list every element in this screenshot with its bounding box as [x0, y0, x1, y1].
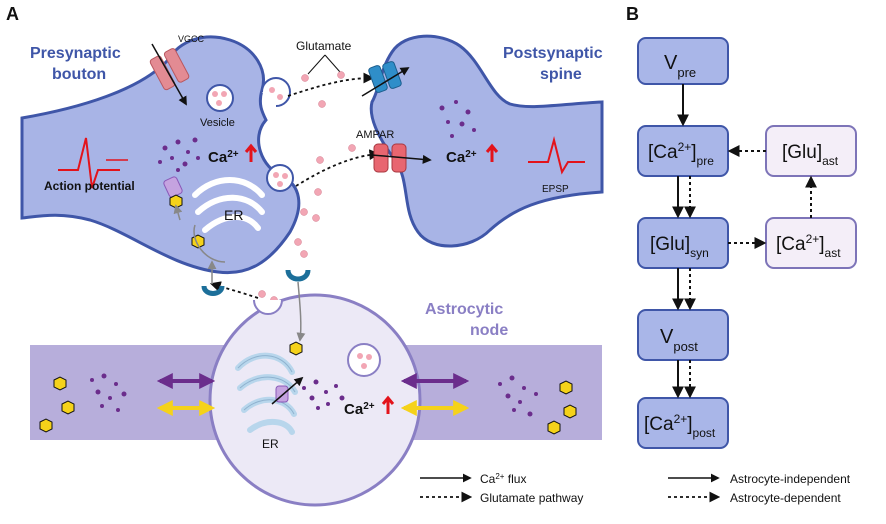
astrocytic-label-2: node — [470, 322, 508, 339]
astro-ip3-path — [296, 281, 306, 342]
svg-text:[Ca2+]ast: [Ca2+]ast — [776, 232, 841, 260]
calcium-dots-post — [439, 100, 476, 138]
vesicle-label: Vesicle — [200, 117, 235, 129]
node-ca-pre: [Ca2+]pre — [637, 125, 729, 177]
vgcc-channel — [149, 48, 190, 91]
astro-vesicle — [347, 343, 381, 377]
band-hexagons-left — [39, 376, 75, 433]
legend-ca-flux-label: Ca2+ flux — [480, 472, 526, 487]
vesicle-top — [206, 84, 234, 112]
svg-text:[Ca2+]post: [Ca2+]post — [644, 412, 716, 440]
glutamate-path-top — [287, 72, 375, 97]
ca-pre-label: Ca2+ — [208, 149, 239, 167]
panel-a-letter: A — [6, 4, 19, 24]
calcium-dots-pre — [158, 137, 200, 172]
band-dots-right — [498, 375, 538, 417]
ca-astro-up-arrow — [381, 395, 395, 414]
legend-independent-label: Astrocyte-independent — [730, 472, 851, 486]
fusing-vesicle-top — [261, 77, 291, 107]
legend-dependent-label: Astrocyte-dependent — [730, 491, 841, 505]
postsynaptic-spine — [369, 34, 604, 248]
band-dots-left — [90, 373, 127, 412]
astro-receptor-left — [201, 285, 225, 296]
astro-er-flux-arrow — [271, 376, 304, 405]
svg-text:[Glu]ast: [Glu]ast — [782, 142, 839, 168]
receptor-top-arrow — [361, 67, 410, 97]
legend-glutamate-label: Glutamate pathway — [480, 491, 583, 505]
ca-post-up-arrow — [485, 143, 499, 162]
epsp-label: EPSP — [542, 184, 569, 195]
ca-pre-up-arrow — [244, 143, 258, 162]
ampar-label: AMPAR — [356, 129, 394, 141]
calcium-dots-astro — [302, 379, 345, 410]
panel-b-letter: B — [626, 4, 639, 24]
epsp-wave — [528, 136, 585, 175]
svg-text:Vpre: Vpre — [664, 52, 696, 80]
glutamate-path-mid — [295, 149, 381, 187]
ca-post-label: Ca2+ — [446, 149, 477, 167]
node-glu-ast: [Glu]ast — [765, 125, 857, 177]
er-presynaptic — [192, 177, 265, 233]
ampar-flux-arrow — [371, 154, 432, 164]
node-glu-syn: [Glu]syn — [637, 217, 729, 269]
glutamate-path-astro — [209, 281, 259, 299]
fusing-vesicle-mid — [266, 164, 294, 192]
presynaptic-label-2: bouton — [52, 66, 106, 83]
ip3-hexagon-astro — [289, 341, 303, 356]
band-hexagons-right — [547, 380, 577, 435]
postsynaptic-label-1: Postsynaptic — [503, 45, 603, 62]
node-vpre: Vpre — [637, 37, 729, 85]
ip3-path-pre — [176, 206, 226, 263]
receptor-blue-top — [368, 61, 402, 93]
vgcc-flux-arrow — [151, 43, 187, 106]
glutamate-label: Glutamate — [296, 39, 352, 53]
er-label-astro: ER — [262, 437, 279, 451]
astro-fusing-vesicle — [253, 299, 283, 315]
vgcc-label: VGCC — [178, 34, 205, 44]
action-potential-wave — [58, 137, 120, 189]
glutamate-pointer-2 — [324, 54, 341, 73]
er-label-pre: ER — [224, 207, 243, 223]
node-ca-ast: [Ca2+]ast — [765, 217, 857, 269]
presynaptic-label-1: Presynaptic — [30, 45, 121, 62]
glutamate-pointer-1 — [307, 54, 326, 75]
svg-text:[Glu]syn: [Glu]syn — [650, 234, 709, 260]
node-vpost: Vpost — [637, 309, 729, 361]
action-potential-label: Action potential — [44, 179, 135, 193]
postsynaptic-label-2: spine — [540, 66, 582, 83]
node-ca-post: [Ca2+]post — [637, 397, 729, 449]
astro-receptor-top — [285, 269, 311, 282]
ca-astro-label: Ca2+ — [344, 401, 375, 419]
svg-text:[Ca2+]pre: [Ca2+]pre — [648, 140, 714, 168]
astrocytic-label-1: Astrocytic — [425, 301, 503, 318]
svg-text:Vpost: Vpost — [660, 326, 698, 354]
